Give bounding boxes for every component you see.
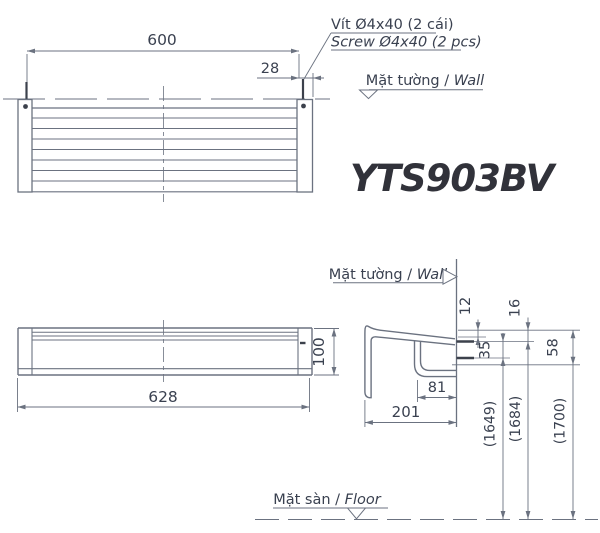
dim-100-arrow-bottom	[331, 367, 337, 375]
dim-58-text: 58	[546, 338, 562, 356]
dim-1684-floor-arrow	[525, 511, 531, 519]
product-code: YTS903BV	[350, 157, 558, 200]
dim-28-arrow-right	[313, 75, 321, 81]
dim-58-arrow-bottom	[570, 356, 576, 365]
floor-datum: Mặt sàn / Floor	[255, 492, 598, 521]
screw-label-en: Screw Ø4x40 (2 pcs)	[331, 35, 482, 51]
front-bar-outline	[17, 327, 313, 376]
dim-12-arrow-top	[475, 322, 481, 331]
dim-35-arrow-top	[500, 333, 506, 342]
dim-201-text: 201	[392, 403, 421, 421]
screw-label-vi: Vít Ø4x40 (2 cái)	[331, 17, 454, 33]
dim-12-text: 12	[458, 297, 474, 315]
dim-1649-text: (1649)	[483, 401, 499, 448]
plan-view: 600 28	[3, 31, 330, 202]
dim-58-arrow-top	[570, 330, 576, 339]
dim-12-arrow-bottom	[475, 337, 481, 345]
side-hook-inner	[419, 341, 456, 372]
wall-datum-triangle-side	[442, 268, 459, 286]
dim-28-text: 28	[261, 61, 279, 77]
dim-628-text: 628	[148, 388, 178, 406]
screw-leader-line	[303, 32, 332, 80]
dim-201-arrow-right	[448, 420, 457, 425]
dim-16-arrow-top	[525, 322, 531, 331]
dim-81-text: 81	[428, 380, 446, 396]
dim-1649-floor-arrow	[500, 511, 506, 519]
dim-1700-floor-arrow	[570, 511, 576, 519]
wall-label-side-text: Mặt tường / Wall	[329, 267, 447, 283]
left-screw-head	[23, 104, 28, 109]
dim-35-arrow-bottom	[500, 358, 506, 366]
dim-600-arrow-left	[27, 48, 35, 54]
plan-shelf-slats	[32, 107, 297, 193]
wall-label-top-text: Mặt tường / Wall	[366, 73, 484, 89]
side-shelf-profile	[364, 325, 456, 399]
dim-100-text: 100	[310, 337, 328, 367]
dim-628-arrow-right	[301, 404, 310, 410]
dim-1700-text: (1700)	[553, 398, 569, 445]
dim-201-arrow-left	[364, 420, 373, 425]
dim-1684-text: (1684)	[508, 396, 524, 443]
dim-600-arrow-right	[291, 48, 299, 54]
dim-16-text: 16	[508, 299, 524, 317]
wall-datum-triangle-top	[358, 89, 379, 100]
right-screw-head	[301, 103, 306, 109]
dim-16-arrow-bottom	[525, 341, 531, 350]
side-hook-outer	[413, 340, 456, 378]
dim-628-arrow-left	[17, 404, 26, 410]
dim-100-arrow-top	[331, 328, 337, 337]
screw-callout: Vít Ø4x40 (2 cái) Screw Ø4x40 (2 pcs)	[303, 17, 482, 80]
dim-81-arrow-left	[417, 395, 426, 400]
dim-600-text: 600	[147, 31, 177, 49]
dim-81-arrow-right	[448, 395, 457, 400]
dim-35-text: 35	[478, 341, 494, 359]
front-view: 628 100	[17, 320, 339, 412]
side-view: Mặt tường / Wall 12 35 (1649)	[329, 259, 580, 519]
floor-datum-triangle	[346, 507, 367, 520]
floor-label-text: Mặt sàn / Floor	[273, 492, 382, 508]
wall-label-top: Mặt tường / Wall	[358, 73, 484, 100]
right-mount-post	[296, 98, 314, 193]
left-mount-post	[17, 98, 33, 193]
dim-28-arrow-left	[291, 75, 299, 81]
